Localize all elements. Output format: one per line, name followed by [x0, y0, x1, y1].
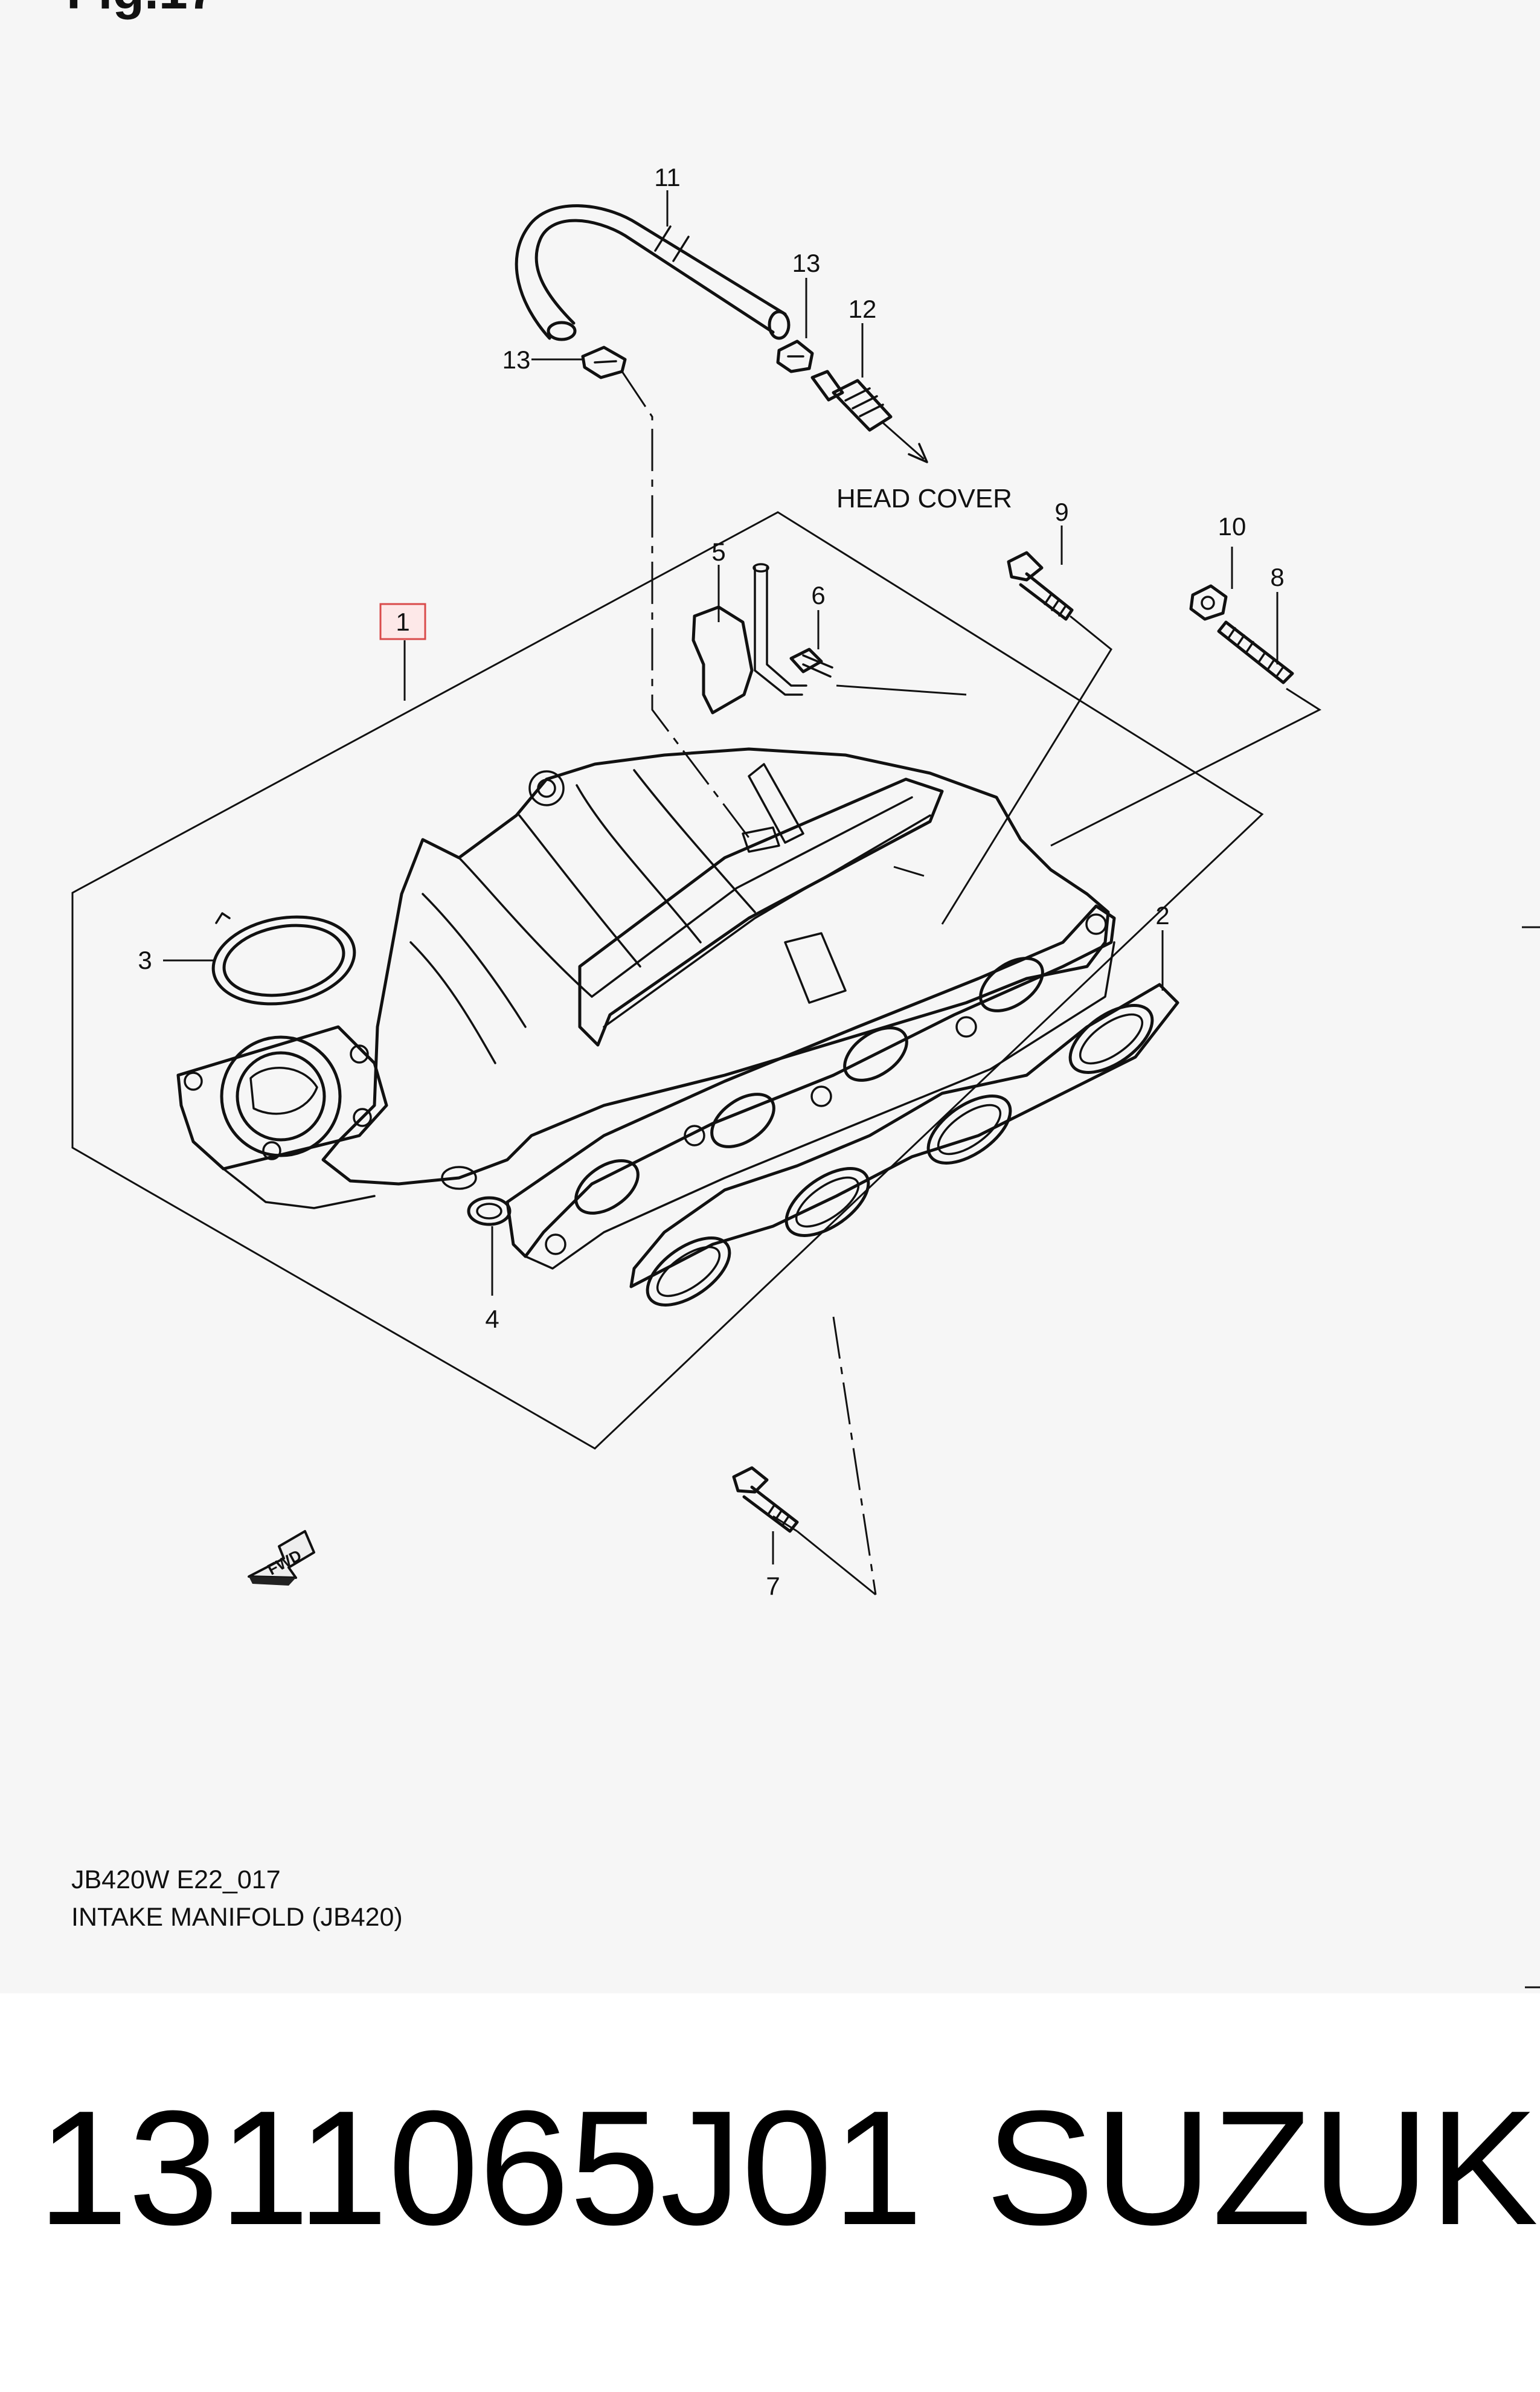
- clamp-13-right: [776, 339, 814, 373]
- hose-11: [515, 204, 791, 341]
- bolt-7: [732, 1466, 799, 1533]
- clamp-13-left: [581, 346, 627, 379]
- callout-7: 7: [766, 1572, 780, 1600]
- callout-2: 2: [1155, 901, 1169, 930]
- bracket-5: [691, 563, 807, 715]
- callout-13-right: 13: [792, 249, 821, 277]
- pcv-valve-12: [810, 370, 893, 432]
- callout-13-left: 13: [502, 346, 531, 374]
- callout-1-box: [379, 603, 426, 640]
- callout-10: 10: [1218, 512, 1246, 541]
- fwd-arrow: FWD: [248, 1530, 315, 1586]
- callout-4: 4: [485, 1305, 499, 1333]
- brand-name: SUZUKI: [986, 2077, 1540, 2259]
- seal-4: [467, 1196, 512, 1226]
- o-ring-3: [211, 912, 356, 1006]
- callout-11: 11: [654, 163, 681, 191]
- callout-8: 8: [1270, 563, 1284, 591]
- figure-code: JB420W E22_017: [71, 1865, 281, 1894]
- head-cover-label: HEAD COVER: [836, 484, 1012, 513]
- stud-8: [1217, 620, 1294, 684]
- nut-10: [1189, 584, 1228, 621]
- figure-title: INTAKE MANIFOLD (JB420): [71, 1903, 403, 1932]
- callout-6: 6: [811, 581, 825, 609]
- callout-9: 9: [1054, 498, 1068, 526]
- bolt-6: [789, 648, 833, 678]
- callout-1: 1: [396, 608, 409, 636]
- callout-5: 5: [711, 538, 725, 566]
- callout-3: 3: [138, 946, 152, 974]
- gasket-2: [629, 983, 1179, 1307]
- part-number: 1311065J01: [37, 2077, 923, 2259]
- assembly-outline: [71, 511, 1264, 1450]
- exploded-diagram: Fig.17: [66, 0, 1540, 1989]
- figure-header: Fig.17: [66, 0, 217, 20]
- callout-12: 12: [849, 295, 877, 323]
- intake-manifold: [176, 747, 1116, 1270]
- bolt-9: [1007, 551, 1074, 621]
